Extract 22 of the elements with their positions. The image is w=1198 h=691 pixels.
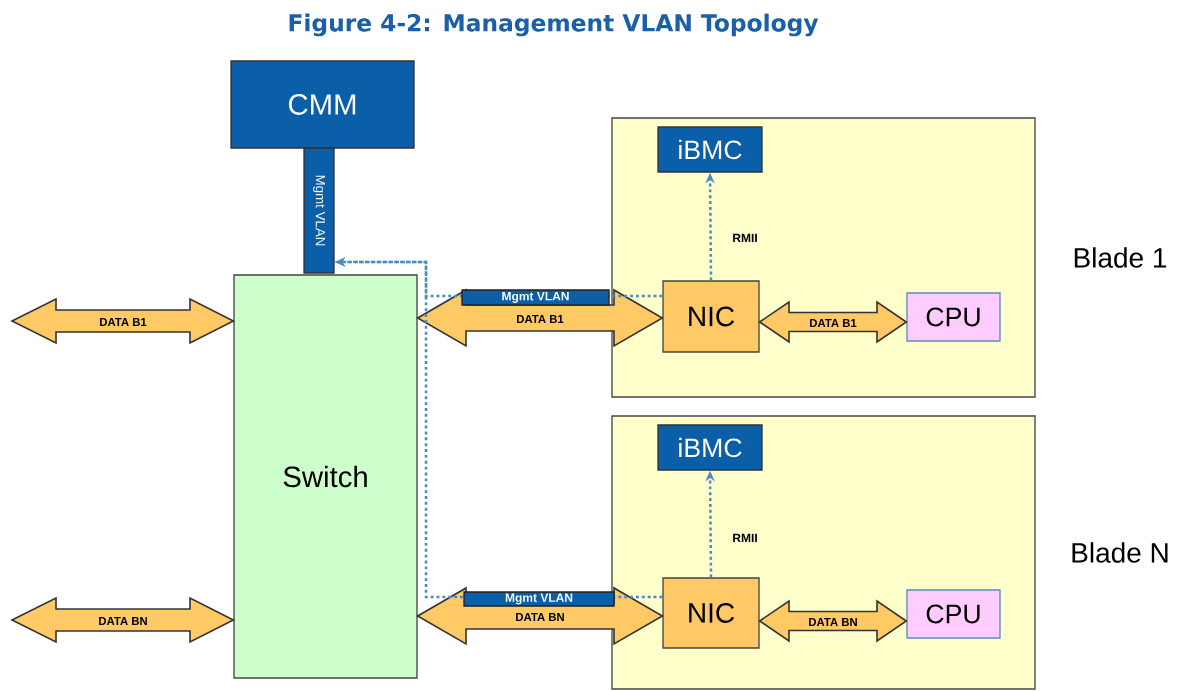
- edge-label: DATA B1: [98, 317, 148, 327]
- vlan-band: Mgmt VLAN: [303, 147, 335, 274]
- edge-label: RMII: [731, 233, 759, 243]
- chip-box: NIC: [662, 280, 760, 353]
- chip-box: CPU: [906, 292, 1001, 342]
- switch-box: Switch: [233, 274, 418, 679]
- blade-label: Blade N: [1072, 542, 1168, 563]
- edge-label: DATA B1: [515, 314, 565, 324]
- chip-box: iBMC: [657, 424, 763, 471]
- edge-label: DATA BN: [514, 612, 566, 622]
- chip-box: NIC: [662, 577, 760, 649]
- edge-label: DATA BN: [97, 616, 149, 626]
- edge-label: DATA B1: [808, 318, 858, 328]
- chip-box: CPU: [906, 589, 1001, 639]
- blade-label: Blade 1: [1074, 247, 1167, 268]
- figure-title: Figure 4-2: Management VLAN Topology: [289, 13, 819, 37]
- module-box: CMM: [230, 60, 415, 149]
- vlan-label: Mgmt VLAN: [463, 591, 615, 607]
- edge-label: DATA BN: [807, 617, 859, 627]
- edge-label: RMII: [731, 533, 759, 543]
- vlan-label: Mgmt VLAN: [461, 289, 610, 306]
- chip-box: iBMC: [657, 126, 763, 173]
